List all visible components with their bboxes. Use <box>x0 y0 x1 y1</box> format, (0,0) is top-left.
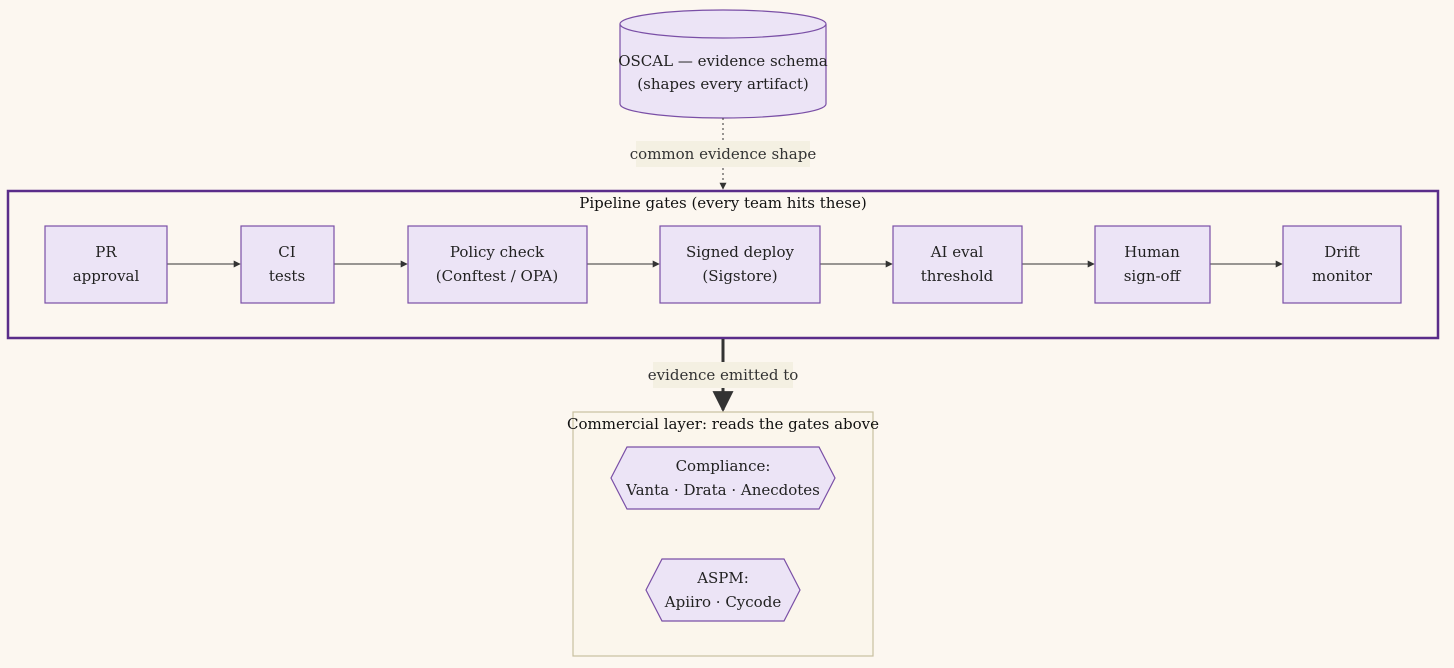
aspm-label-line1: ASPM: <box>696 569 749 587</box>
gate-label-line2: monitor <box>1312 267 1373 285</box>
schema-label-line1: OSCAL — evidence schema <box>618 52 828 70</box>
gate-box <box>407 225 588 304</box>
commercial-cluster-title: Commercial layer: reads the gates above <box>567 415 879 433</box>
gate-label-line2: (Sigstore) <box>702 267 777 285</box>
gate-signed-deploy[interactable]: Signed deploy (Sigstore) <box>659 225 821 304</box>
gate-human-sign-off[interactable]: Human sign-off <box>1094 225 1211 304</box>
gate-policy-check[interactable]: Policy check (Conftest / OPA) <box>407 225 588 304</box>
gate-box <box>892 225 1023 304</box>
compliance-node[interactable]: Compliance: Vanta · Drata · Anecdotes <box>610 446 836 510</box>
gate-drift-monitor[interactable]: Drift monitor <box>1282 225 1402 304</box>
oscal-schema-node[interactable]: OSCAL — evidence schema (shapes every ar… <box>618 9 828 119</box>
gate-label-line2: (Conftest / OPA) <box>436 267 559 285</box>
edge-label-bg <box>636 141 810 167</box>
gate-box <box>44 225 168 304</box>
gate-box <box>1282 225 1402 304</box>
edge-pipeline-to-commercial: evidence emitted to <box>648 339 799 413</box>
edge-label-evidence-emitted-to: evidence emitted to <box>648 366 799 384</box>
gate-label-line2: threshold <box>921 267 994 285</box>
gate-label-line1: AI eval <box>930 243 984 261</box>
gate-ci-tests[interactable]: CI tests <box>240 225 335 304</box>
cylinder-body <box>619 24 827 119</box>
gate-label-line1: Drift <box>1324 243 1360 261</box>
gate-box <box>240 225 335 304</box>
aspm-node[interactable]: ASPM: Apiiro · Cycode <box>645 558 801 622</box>
edge-label-common-evidence-shape: common evidence shape <box>630 145 817 163</box>
hexagon-shape <box>645 558 801 622</box>
schema-label-line2: (shapes every artifact) <box>637 75 808 93</box>
gate-label-line1: Policy check <box>450 243 545 261</box>
gate-label-line1: Human <box>1124 243 1180 261</box>
hexagon-shape <box>610 446 836 510</box>
cylinder-top <box>619 9 827 39</box>
gate-label-line2: tests <box>269 267 305 285</box>
gate-box <box>1094 225 1211 304</box>
edge-schema-to-pipeline: common evidence shape <box>630 118 817 190</box>
gate-label-line1: CI <box>278 243 295 261</box>
gate-box <box>659 225 821 304</box>
pipeline-cluster-title: Pipeline gates (every team hits these) <box>579 194 866 212</box>
aspm-label-line2: Apiiro · Cycode <box>664 593 782 611</box>
gate-label-line2: approval <box>73 267 140 285</box>
gate-label-line1: Signed deploy <box>686 243 794 261</box>
gate-label-line1: PR <box>95 243 117 261</box>
compliance-label-line1: Compliance: <box>676 457 771 475</box>
compliance-label-line2: Vanta · Drata · Anecdotes <box>625 481 820 499</box>
gate-label-line2: sign-off <box>1124 267 1182 285</box>
gate-ai-eval-threshold[interactable]: AI eval threshold <box>892 225 1023 304</box>
edge-label-bg <box>653 362 793 388</box>
gate-pr-approval[interactable]: PR approval <box>44 225 168 304</box>
